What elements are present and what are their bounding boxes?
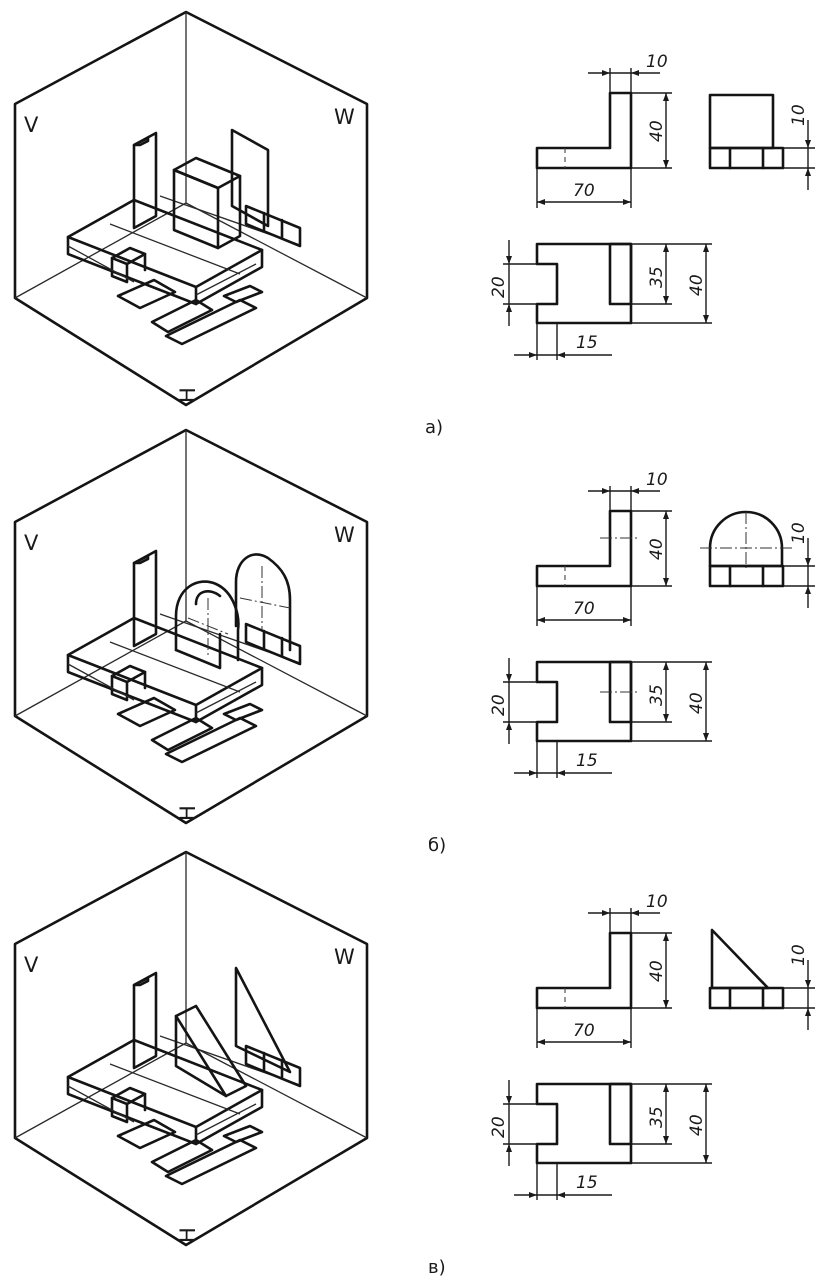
dim-40: 40 (647, 960, 667, 982)
dim-20: 20 (489, 1116, 509, 1138)
dimension-lines (502, 907, 815, 1201)
plane-label-w: W (334, 945, 355, 969)
panel-a: V W H 10 40 70 10 20 15 35 40 а) (13, 10, 815, 438)
dim-15: 15 (576, 333, 598, 353)
orthographic-views-b: 10 40 70 10 20 15 35 40 (489, 470, 815, 779)
caption-a: а) (425, 417, 443, 438)
isometric-box-c: V W H (13, 850, 369, 1247)
plane-label-v: V (24, 113, 39, 137)
dim-40-top: 40 (687, 692, 707, 714)
dim-40-top: 40 (687, 1114, 707, 1136)
plane-label-w: W (334, 523, 355, 547)
side-view-base (708, 564, 785, 588)
dim-70: 70 (573, 1021, 595, 1041)
plane-label-h: H (176, 387, 200, 403)
isometric-box-a: V W H (13, 10, 369, 407)
dim-20: 20 (489, 276, 509, 298)
plane-label-v: V (24, 531, 39, 555)
dim-10-side: 10 (789, 522, 809, 544)
caption-b: б) (428, 835, 446, 856)
top-view (535, 660, 633, 743)
dim-10-top: 10 (646, 470, 668, 490)
plane-label-h: H (176, 805, 200, 821)
dim-40: 40 (647, 120, 667, 142)
top-view (535, 242, 633, 325)
dimension-lines (502, 485, 815, 779)
dim-70: 70 (573, 599, 595, 619)
dim-40-top: 40 (687, 274, 707, 296)
side-view-base (708, 146, 785, 170)
dim-70: 70 (573, 181, 595, 201)
side-view-upright-arch (708, 510, 784, 568)
top-view (535, 1082, 633, 1165)
dim-10-top: 10 (646, 892, 668, 912)
dim-10-top: 10 (646, 52, 668, 72)
dim-35: 35 (647, 684, 667, 706)
dim-10-side: 10 (789, 104, 809, 126)
panel-b: V W H 10 40 70 10 20 15 35 40 б) (13, 428, 815, 856)
dim-35: 35 (647, 1106, 667, 1128)
dim-20: 20 (489, 694, 509, 716)
side-view-base (708, 986, 785, 1010)
side-view-upright-triangle (710, 928, 770, 990)
dim-10-side: 10 (789, 944, 809, 966)
dim-40: 40 (647, 538, 667, 560)
front-view (535, 91, 633, 170)
plane-label-w: W (334, 105, 355, 129)
dim-15: 15 (576, 751, 598, 771)
dimension-lines (502, 67, 815, 361)
caption-c: в) (428, 1257, 446, 1278)
front-view (535, 931, 633, 1010)
orthographic-views-c: 10 40 70 10 20 15 35 40 (489, 892, 815, 1201)
panel-c: V W H 10 40 70 10 20 15 35 40 в) (13, 850, 815, 1278)
side-view-upright-rect (708, 93, 775, 150)
dim-15: 15 (576, 1173, 598, 1193)
front-view (535, 509, 633, 588)
plane-label-v: V (24, 953, 39, 977)
orthographic-views-a: 10 40 70 10 20 15 35 40 (489, 52, 815, 361)
plane-label-h: H (176, 1227, 200, 1243)
isometric-box-b: V W H (13, 428, 369, 825)
dim-35: 35 (647, 266, 667, 288)
